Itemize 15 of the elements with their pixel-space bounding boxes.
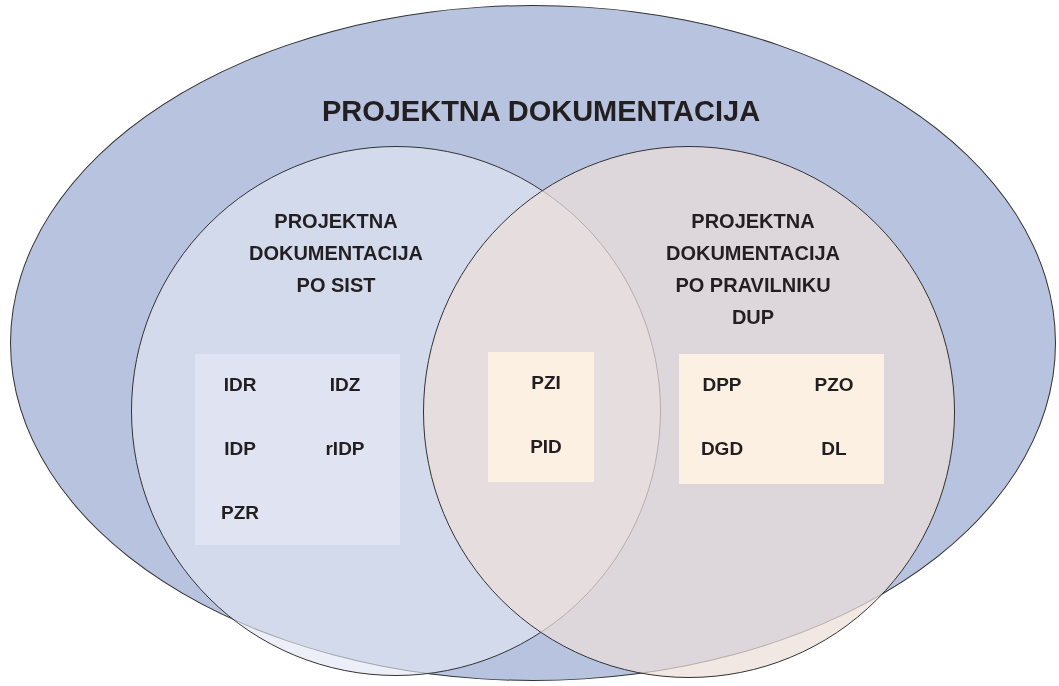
set-heading: PROJEKTNA DOKUMENTACIJA PO SIST [247,209,425,298]
abbreviation-label: PZR [220,502,260,524]
abbreviation-label: PID [529,436,563,458]
abbreviation-label: PZI [530,372,562,394]
set-heading: PROJEKTNA DOKUMENTACIJA PO PRAVILNIKU DUP [664,209,842,330]
title-heading: PROJEKTNA DOKUMENTACIJA [320,94,762,129]
abbreviation-label: IDZ [328,374,362,396]
abbreviation-label: DGD [699,438,745,460]
abbreviation-label: rIDP [324,438,366,460]
abbreviation-label: IDP [223,438,257,460]
abbreviation-label: DPP [701,374,743,396]
abbreviation-label: PZO [813,374,855,396]
abbreviation-label: IDR [222,374,258,396]
abbreviation-label: DL [820,438,848,460]
item-panel [679,354,884,484]
